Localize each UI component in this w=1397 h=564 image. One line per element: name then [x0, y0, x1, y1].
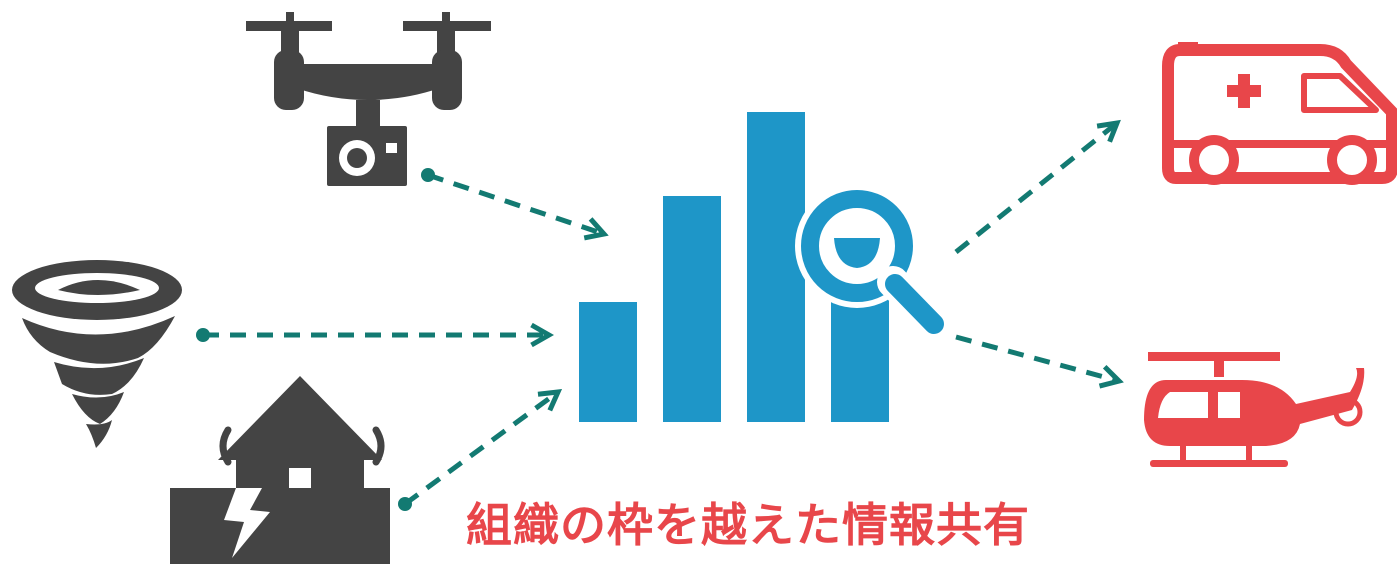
- ambulance-icon: [1162, 42, 1397, 185]
- arrow-hub-to-ambulance: [954, 119, 1121, 254]
- earthquake-house-icon: [170, 376, 390, 564]
- bar-chart-magnifier-icon: [579, 112, 952, 422]
- arrow-tornado-to-hub: [196, 322, 555, 348]
- caption-text: 組織の枠を越えた情報共有: [466, 498, 1030, 552]
- arrow-drone-to-hub: [421, 168, 609, 241]
- drone-camera-icon: [246, 12, 491, 186]
- arrow-earthquake-to-hub: [398, 389, 563, 511]
- arrow-hub-to-helicopter: [955, 334, 1124, 389]
- connector-arrows: [196, 119, 1124, 511]
- tornado-icon: [12, 260, 182, 448]
- helicopter-icon: [1144, 352, 1365, 467]
